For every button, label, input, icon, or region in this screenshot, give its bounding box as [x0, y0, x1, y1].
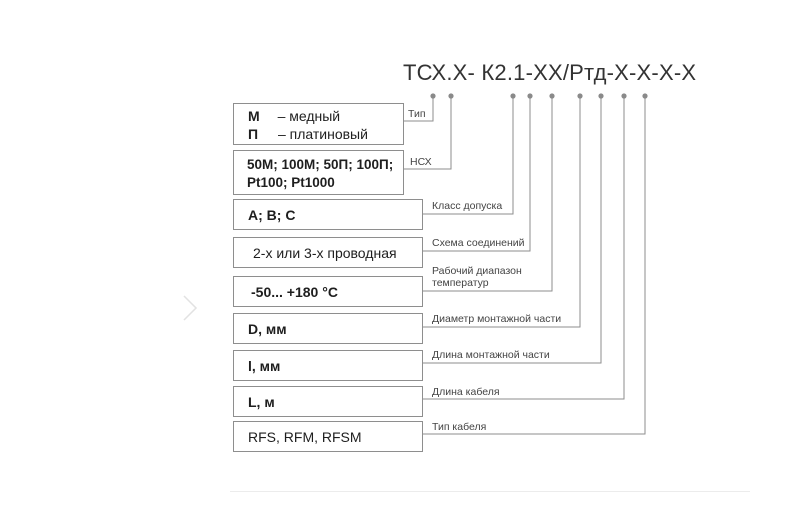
type-letter-p: П [248, 126, 259, 142]
label-diameter: Диаметр монтажной части [432, 313, 562, 325]
nsh-line-1: 50М; 100М; 50П; 100П; [247, 157, 394, 172]
connector-wiring [423, 96, 531, 252]
box-accuracy: А; В; С [233, 199, 423, 230]
connector-nsh [404, 96, 452, 170]
box-cable-type: RFS, RFM, RFSM [233, 421, 423, 452]
type-line-2: П – платиновый [248, 125, 403, 143]
box-wiring: 2-х или 3-х проводная [233, 237, 423, 268]
label-range-line-2: температур [432, 277, 489, 289]
accuracy-value: А; В; С [248, 207, 296, 223]
type-text-platinum: – платиновый [277, 126, 368, 142]
connector-type [404, 96, 434, 122]
mount-length-value: l, мм [248, 358, 281, 374]
dot-mount-length [598, 93, 604, 99]
label-mount-length: Длина монтажной части [432, 349, 550, 361]
label-cable-length: Длина кабеля [432, 386, 500, 398]
type-letter-m: М [248, 108, 260, 124]
connector-range [423, 96, 553, 292]
type-line-1: М – медный [248, 107, 403, 125]
box-range: -50... +180 °С [233, 276, 423, 307]
box-type: М – медный П – платиновый [233, 103, 404, 145]
divider [230, 491, 750, 492]
dot-cable-type [642, 93, 648, 99]
label-cable-type: Тип кабеля [432, 421, 487, 433]
range-value: -50... +180 °С [251, 284, 338, 300]
connector-diameter [423, 96, 581, 328]
dot-range [549, 93, 555, 99]
label-range-line-1: Рабочий диапазон [432, 265, 522, 277]
label-type: Тип [408, 108, 426, 120]
connector-cable-type [423, 96, 646, 435]
cable-length-value: L, м [248, 394, 275, 410]
dot-diameter [577, 93, 583, 99]
box-diameter: D, мм [233, 313, 423, 344]
diameter-value: D, мм [248, 321, 287, 337]
label-accuracy: Класс допуска [432, 200, 503, 212]
box-cable-length: L, м [233, 386, 423, 417]
connector-mount-length [423, 96, 602, 364]
dot-accuracy [510, 93, 516, 99]
connector-accuracy [423, 96, 514, 215]
connector-cable-length [423, 96, 625, 400]
label-nsh: НСХ [410, 156, 432, 168]
box-nsh: 50М; 100М; 50П; 100П; Pt100; Pt1000 [233, 150, 404, 195]
type-text-copper: – медный [277, 108, 341, 124]
dot-type [430, 93, 436, 99]
dot-nsh [448, 93, 454, 99]
nsh-line-2: Pt100; Pt1000 [247, 175, 335, 190]
cable-type-value: RFS, RFM, RFSM [248, 429, 362, 445]
chevron-left-icon[interactable] [181, 294, 199, 322]
box-mount-length: l, мм [233, 350, 423, 381]
label-wiring: Схема соединений [432, 237, 525, 249]
product-code: ТСХ.Х- К2.1-ХХ/Ртд-Х-Х-Х-Х [403, 60, 697, 85]
dot-wiring [527, 93, 533, 99]
dot-cable-length [621, 93, 627, 99]
wiring-value: 2-х или 3-х проводная [253, 245, 397, 261]
